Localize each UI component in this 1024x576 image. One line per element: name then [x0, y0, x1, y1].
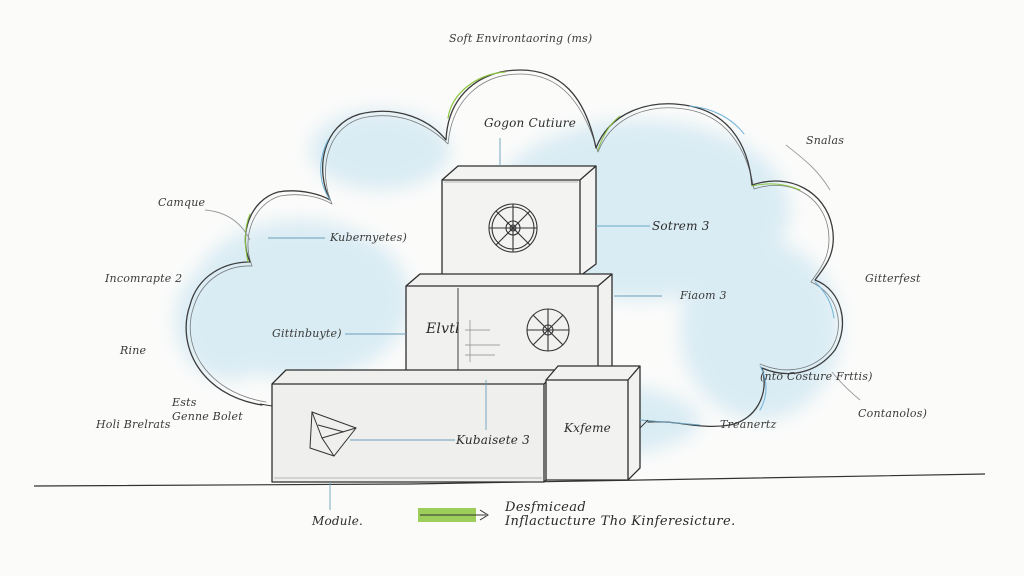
gear-icon-2 — [526, 308, 570, 352]
leader-lines — [204, 138, 861, 510]
package-icon — [309, 411, 357, 457]
caption-line-2: Inflactucture Tho Kinferesicture. — [505, 514, 736, 529]
label-incomepte: Incomrapte 2 — [105, 272, 183, 285]
label-holibrelrats: Holi Brelrats — [96, 418, 171, 431]
label-camque: Camque — [158, 196, 206, 209]
caption-line-1: Desfmicead — [505, 500, 587, 515]
bottom-label-module: Module. — [312, 514, 364, 528]
box-top — [441, 165, 597, 277]
label-treanentz: Treanertz — [720, 418, 777, 431]
ground-line — [33, 473, 986, 487]
box-bottom-left — [271, 369, 559, 483]
label-into-costure: (nto Costure Frttis) — [760, 370, 873, 383]
box-bottom-right — [545, 365, 641, 481]
box-middle-label: Elvtl — [426, 321, 460, 337]
cloud-outline — [185, 69, 844, 428]
box-bottom-left-label: Kubaisete 3 — [456, 433, 530, 447]
top-label: Gogon Cutiure — [484, 116, 576, 130]
diagram-title: Soft Environtaoring (ms) — [449, 32, 593, 45]
label-gittinbuyte: Gittinbuyte) — [272, 327, 342, 340]
label-ests: Ests — [172, 396, 197, 409]
label-fiaom: Fiaom 3 — [680, 289, 727, 302]
label-genne-bolet: Genne Bolet — [172, 410, 243, 423]
legend-arrow — [418, 508, 489, 522]
label-contarolos: Contanolos) — [858, 407, 928, 420]
label-rine: Rine — [120, 344, 147, 357]
cloud-wash — [175, 110, 840, 460]
gear-icon — [488, 203, 538, 253]
box-bottom-right-label: Kxfeme — [564, 421, 611, 435]
label-snalas: Snalas — [806, 134, 845, 147]
label-gitterfest: Gitterfest — [865, 272, 921, 285]
label-kubernetes: Kubernyetes) — [330, 231, 407, 244]
label-sotrem: Sotrem 3 — [652, 219, 710, 233]
